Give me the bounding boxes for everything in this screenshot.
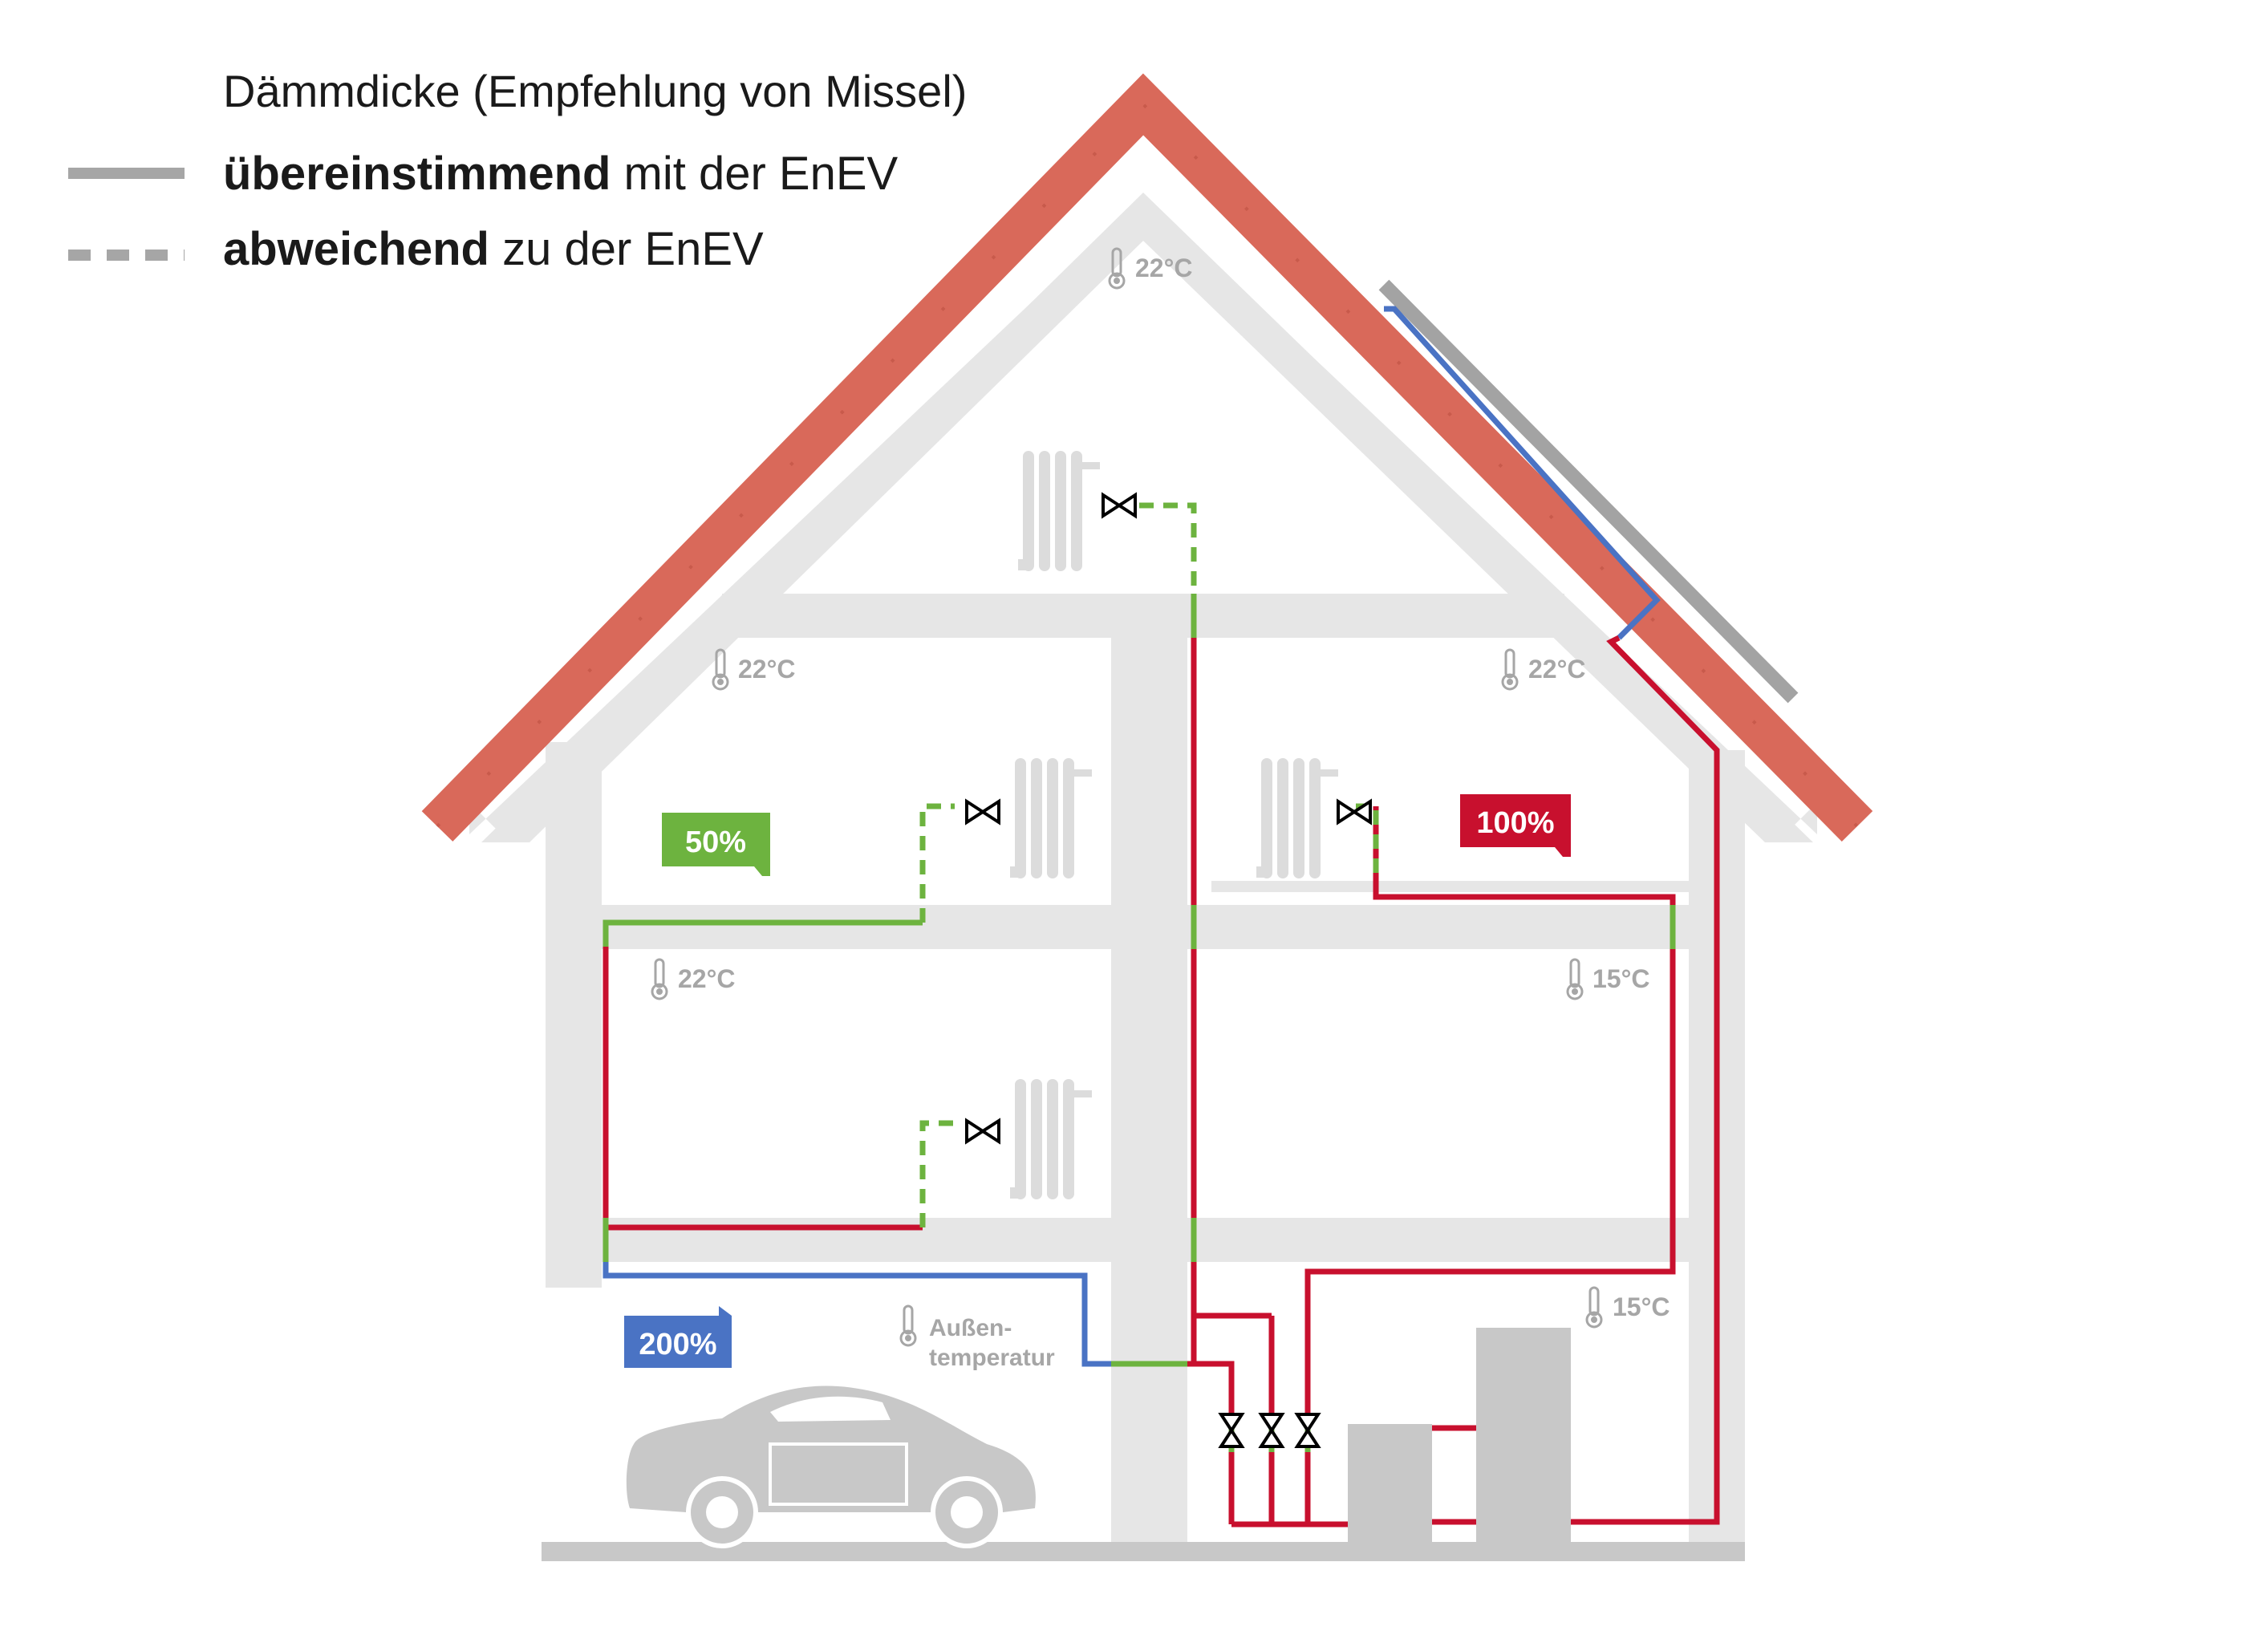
car-icon [626, 1385, 1036, 1548]
valve-icon [1294, 1413, 1321, 1448]
valve-icon [965, 1118, 1000, 1145]
pipe-lower-right-red [1304, 1264, 1676, 1524]
legend-title: Dämmdicke (Empfehlung von Missel) [223, 66, 967, 116]
radiator-icon [1010, 1079, 1092, 1199]
valve-icon [1102, 492, 1137, 519]
temp-upper-right: 22°C [1528, 655, 1586, 684]
pipe-attic-dashed [1139, 502, 1197, 594]
temp-upper-left: 22°C [738, 655, 796, 684]
roof [421, 73, 1873, 842]
legend-dashed-text: abweichend zu der EnEV [223, 223, 764, 275]
pipe-solar-blue [1384, 306, 1661, 640]
temp-lower-right: 15°C [1592, 964, 1650, 993]
upper-floor-slab [602, 905, 1689, 949]
badge-blue: 200% [624, 1306, 732, 1368]
boiler [1348, 1424, 1432, 1548]
valve-icon [1337, 798, 1372, 826]
pipe-left-green [603, 919, 923, 1219]
radiator-icon [1010, 758, 1092, 878]
badge-green: 50% [662, 813, 770, 876]
legend: Dämmdicke (Empfehlung von Missel) überei… [68, 66, 967, 275]
badge-blue-label: 200% [639, 1328, 716, 1361]
pipe-upper-right-red [1373, 806, 1676, 1264]
attic-floor [722, 594, 1564, 638]
roof-tiles [421, 73, 1873, 842]
storage-tank [1476, 1328, 1571, 1548]
valves [965, 492, 1372, 1448]
temp-attic: 22°C [1135, 254, 1193, 282]
middle-floor-slab [602, 1218, 1689, 1262]
pipe-left-lower-dashed [919, 1120, 955, 1227]
thermometer-icon [712, 648, 729, 691]
legend-dashed-bold: abweichend [223, 223, 489, 275]
radiator-icon [1256, 758, 1338, 878]
house-structure [469, 193, 1817, 1561]
temp-basement: 15°C [1613, 1292, 1670, 1321]
thermometer-icon [899, 1304, 917, 1347]
temp-lower-left: 22°C [678, 964, 736, 993]
pipe-blue-basement [603, 1262, 1111, 1367]
temp-outside-line1: Außen- [929, 1315, 1012, 1341]
thermometer-icon [1566, 958, 1584, 1000]
pipe-solar-red [1568, 635, 1720, 1525]
pipe-central-riser [1191, 638, 1235, 1524]
central-wall [1111, 638, 1187, 1552]
temp-outside-line2: temperatur [929, 1345, 1055, 1371]
legend-solid-bold: übereinstimmend [223, 148, 611, 200]
legend-dashed-rest: zu der EnEV [489, 223, 764, 275]
badge-red-label: 100% [1476, 806, 1554, 840]
radiator-icon [1018, 451, 1100, 571]
upper-right-sill [1211, 881, 1689, 892]
thermometer-icon [1585, 1286, 1603, 1329]
valve-icon [1258, 1413, 1285, 1448]
thermometer-icon [651, 958, 668, 1000]
solar-panel [1378, 279, 1799, 704]
thermometer-icon [1501, 648, 1519, 691]
left-wall [546, 742, 602, 1288]
valve-icon [965, 798, 1000, 826]
legend-solid-text: übereinstimmend mit der EnEV [223, 148, 899, 200]
badge-green-label: 50% [685, 826, 746, 859]
legend-solid-rest: mit der EnEV [611, 148, 898, 200]
badge-red: 100% [1460, 794, 1571, 857]
valve-icon [1218, 1413, 1245, 1448]
